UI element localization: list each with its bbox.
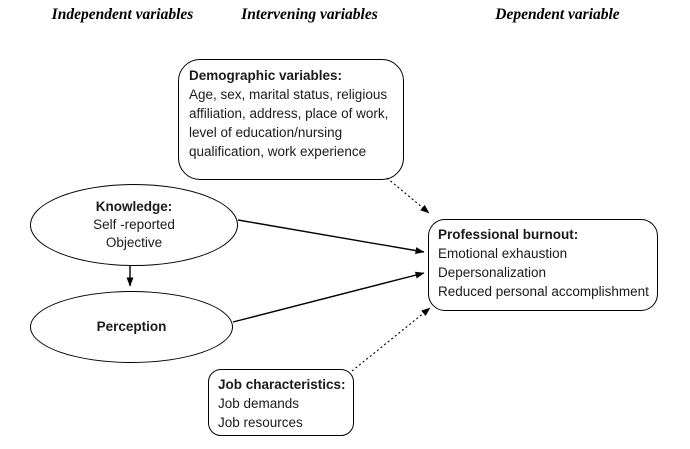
dotted-arrow-job-to-burnout — [351, 307, 431, 372]
burnout-item-emotional-exhaustion: Emotional exhaustion — [438, 246, 568, 261]
job-characteristics-title: Job characteristics: — [218, 377, 346, 392]
job-characteristics-box: Job characteristics: Job demands Job res… — [208, 369, 354, 436]
knowledge-title: Knowledge: — [95, 199, 173, 214]
professional-burnout-box: Professional burnout: Emotional exhausti… — [428, 219, 658, 311]
perception-ellipse: Perception — [30, 291, 233, 363]
burnout-item-depersonalization: Depersonalization — [438, 265, 547, 280]
burnout-item-reduced-accomplishment: Reduced personal accomplishment — [438, 284, 649, 299]
demographic-variables-body: Age, sex, marital status, religious affi… — [189, 87, 389, 159]
knowledge-ellipse: Knowledge: Self -reported Objective — [30, 184, 238, 266]
arrow-perception-to-burnout — [232, 271, 425, 323]
job-item-demands: Job demands — [218, 396, 300, 411]
column-header-intervening-variables: Intervening variables — [241, 6, 378, 23]
demographic-variables-title: Demographic variables: — [189, 68, 343, 83]
column-header-independent-variables: Independent variables — [51, 6, 194, 23]
arrow-knowledge-to-burnout — [237, 219, 425, 255]
professional-burnout-title: Professional burnout: — [438, 227, 579, 242]
column-header-dependent-variable: Dependent variable — [495, 6, 620, 23]
knowledge-line-self-reported: Self -reported — [93, 217, 175, 232]
perception-title: Perception — [96, 319, 167, 334]
demographic-variables-box: Demographic variables: Age, sex, marital… — [178, 59, 404, 180]
job-item-resources: Job resources — [218, 415, 303, 430]
dotted-arrow-demographic-to-burnout — [386, 177, 430, 214]
knowledge-line-objective: Objective — [105, 235, 163, 250]
